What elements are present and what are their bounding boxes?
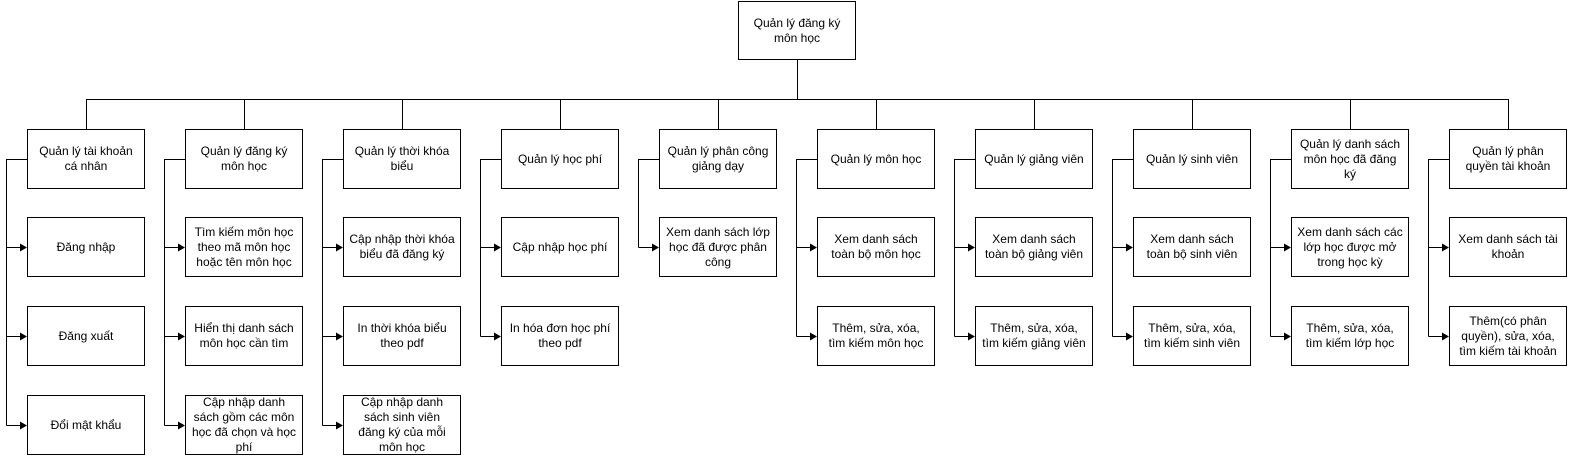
arrowhead-2-3 xyxy=(178,421,185,430)
category-node-4-label: Quản lý học phí xyxy=(517,151,603,166)
task-node-4-2: In hóa đơn học phí theo pdf xyxy=(501,306,619,366)
task-node-9-2: Thêm, sửa, xóa, tìm kiếm lớp học xyxy=(1291,306,1409,366)
task-node-3-1-label: Cập nhập thời khóa biểu đã đăng ký xyxy=(349,232,455,261)
arrowhead-10-1 xyxy=(1442,243,1449,252)
arrowhead-6-2 xyxy=(810,332,817,341)
task-node-10-1-label: Xem danh sách tài khoản xyxy=(1458,232,1558,261)
task-node-8-2: Thêm, sửa, xóa, tìm kiếm sinh viên xyxy=(1133,306,1251,366)
task-node-1-2: Đăng xuất xyxy=(27,306,145,366)
task-node-9-1-label: Xem danh sách các lớp học được mở trong … xyxy=(1297,224,1403,269)
task-node-9-2-label: Thêm, sửa, xóa, tìm kiếm lớp học xyxy=(1305,321,1395,350)
task-node-2-1-label: Tìm kiếm môn học theo mã môn học hoặc tê… xyxy=(194,224,294,269)
task-node-9-1: Xem danh sách các lớp học được mở trong … xyxy=(1291,217,1409,277)
task-node-1-3-label: Đổi mật khẩu xyxy=(50,417,122,432)
category-node-3-label: Quản lý thời khóa biểu xyxy=(354,144,450,173)
task-node-8-1-label: Xem danh sách toàn bộ sinh viên xyxy=(1146,232,1238,261)
arrowhead-5-1 xyxy=(652,243,659,252)
task-node-4-2-label: In hóa đơn học phí theo pdf xyxy=(509,321,611,350)
task-node-7-2-label: Thêm, sửa, xóa, tìm kiếm giảng viên xyxy=(982,321,1086,350)
category-node-2: Quản lý đăng ký môn học xyxy=(185,129,303,189)
arrowhead-8-2 xyxy=(1126,332,1133,341)
task-node-7-1: Xem danh sách toàn bộ giảng viên xyxy=(975,217,1093,277)
arrowhead-10-2 xyxy=(1442,332,1449,341)
root-node: Quản lý đăng ký môn học xyxy=(738,1,856,60)
task-node-3-2-label: In thời khóa biểu theo pdf xyxy=(357,321,447,350)
category-node-7: Quản lý giảng viên xyxy=(975,129,1093,189)
arrowhead-3-2 xyxy=(336,332,343,341)
task-node-3-3-label: Cập nhập danh sách sinh viên đăng ký của… xyxy=(358,395,446,454)
task-node-7-2: Thêm, sửa, xóa, tìm kiếm giảng viên xyxy=(975,306,1093,366)
task-node-4-1: Cập nhập học phí xyxy=(501,217,619,277)
task-node-1-2-label: Đăng xuất xyxy=(58,328,114,343)
root-node-label: Quản lý đăng ký môn học xyxy=(753,15,841,45)
category-node-1: Quản lý tài khoản cá nhân xyxy=(27,129,145,189)
arrowhead-3-3 xyxy=(336,421,343,430)
category-node-5: Quản lý phân công giảng dạy xyxy=(659,129,777,189)
category-node-6-label: Quản lý môn học xyxy=(830,151,922,166)
task-node-3-1: Cập nhập thời khóa biểu đã đăng ký xyxy=(343,217,461,277)
task-node-6-2-label: Thêm, sửa, xóa, tìm kiếm môn học xyxy=(828,321,924,350)
task-node-5-1-label: Xem danh sách lớp học đã được phân công xyxy=(666,224,770,269)
task-node-4-1-label: Cập nhập học phí xyxy=(512,239,608,254)
arrowhead-4-1 xyxy=(494,243,501,252)
category-node-8-label: Quản lý sinh viên xyxy=(1145,151,1239,166)
arrowhead-4-2 xyxy=(494,332,501,341)
task-node-3-2: In thời khóa biểu theo pdf xyxy=(343,306,461,366)
task-node-2-3-label: Cập nhập danh sách gồm các môn học đã ch… xyxy=(191,395,297,454)
category-node-1-label: Quản lý tài khoản cá nhân xyxy=(39,144,133,173)
category-node-8: Quản lý sinh viên xyxy=(1133,129,1251,189)
task-node-6-1: Xem danh sách toàn bộ môn học xyxy=(817,217,935,277)
category-node-9-label: Quản lý danh sách môn học đã đăng ký xyxy=(1299,136,1401,181)
category-node-2-label: Quản lý đăng ký môn học xyxy=(200,144,288,173)
arrowhead-9-1 xyxy=(1284,243,1291,252)
task-node-8-1: Xem danh sách toàn bộ sinh viên xyxy=(1133,217,1251,277)
arrowhead-1-2 xyxy=(20,332,27,341)
category-node-4: Quản lý học phí xyxy=(501,129,619,189)
category-node-7-label: Quản lý giảng viên xyxy=(984,151,1084,166)
arrowhead-1-3 xyxy=(20,421,27,430)
task-node-5-1: Xem danh sách lớp học đã được phân công xyxy=(659,217,777,277)
task-node-1-3: Đổi mật khẩu xyxy=(27,395,145,455)
arrowhead-3-1 xyxy=(336,243,343,252)
task-node-1-1-label: Đăng nhập xyxy=(56,239,116,254)
task-node-2-3: Cập nhập danh sách gồm các môn học đã ch… xyxy=(185,395,303,455)
task-node-3-3: Cập nhập danh sách sinh viên đăng ký của… xyxy=(343,395,461,455)
category-node-3: Quản lý thời khóa biểu xyxy=(343,129,461,189)
task-node-2-2: Hiển thị danh sách môn học cần tìm xyxy=(185,306,303,366)
task-node-6-2: Thêm, sửa, xóa, tìm kiếm môn học xyxy=(817,306,935,366)
arrowhead-8-1 xyxy=(1126,243,1133,252)
arrowhead-7-2 xyxy=(968,332,975,341)
arrowhead-2-2 xyxy=(178,332,185,341)
arrowhead-1-1 xyxy=(20,243,27,252)
category-node-5-label: Quản lý phân công giảng dạy xyxy=(667,144,769,173)
task-node-8-2-label: Thêm, sửa, xóa, tìm kiếm sinh viên xyxy=(1143,321,1241,350)
arrowhead-9-2 xyxy=(1284,332,1291,341)
task-node-1-1: Đăng nhập xyxy=(27,217,145,277)
task-node-2-2-label: Hiển thị danh sách môn học cần tìm xyxy=(194,321,294,350)
category-node-6: Quản lý môn học xyxy=(817,129,935,189)
task-node-10-1: Xem danh sách tài khoản xyxy=(1449,217,1567,277)
category-node-10-label: Quản lý phân quyền tài khoản xyxy=(1465,144,1551,173)
task-node-2-1: Tìm kiếm môn học theo mã môn học hoặc tê… xyxy=(185,217,303,277)
arrowhead-2-1 xyxy=(178,243,185,252)
task-node-7-1-label: Xem danh sách toàn bộ giảng viên xyxy=(984,232,1084,261)
task-node-6-1-label: Xem danh sách toàn bộ môn học xyxy=(831,232,921,261)
category-node-9: Quản lý danh sách môn học đã đăng ký xyxy=(1291,129,1409,189)
task-node-10-2: Thêm(có phân quyền), sửa, xóa, tìm kiếm … xyxy=(1449,306,1567,366)
category-node-10: Quản lý phân quyền tài khoản xyxy=(1449,129,1567,189)
arrowhead-7-1 xyxy=(968,243,975,252)
arrowhead-6-1 xyxy=(810,243,817,252)
task-node-10-2-label: Thêm(có phân quyền), sửa, xóa, tìm kiếm … xyxy=(1459,313,1557,358)
